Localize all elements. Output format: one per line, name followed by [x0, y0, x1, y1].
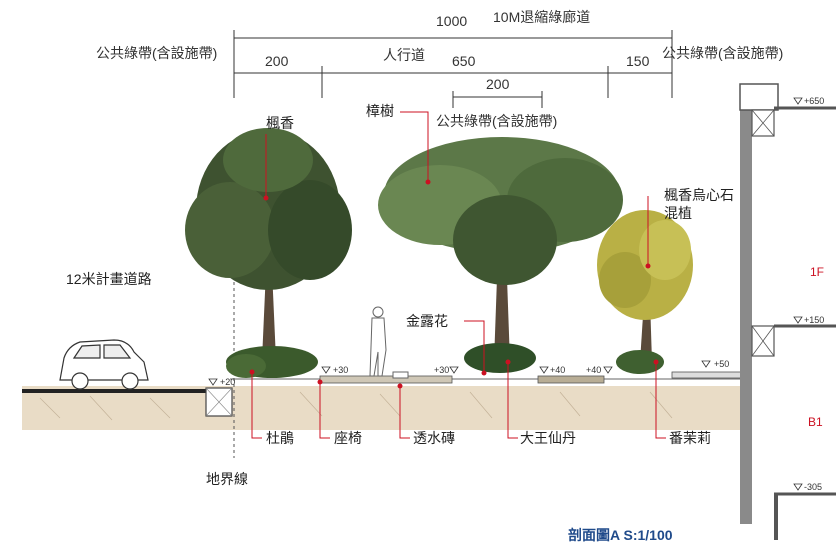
dim-walkway-width: 650: [452, 53, 476, 69]
mixed-tree: [597, 210, 693, 362]
label-jasmine: 番茉莉: [669, 430, 711, 446]
label-boundary: 地界線: [206, 471, 248, 487]
label-mixed-line2: 混植: [664, 205, 692, 221]
label-road: 12米計畫道路: [66, 271, 152, 287]
ground-section: [22, 378, 742, 430]
dim-inner-width: 200: [486, 76, 510, 92]
label-mixed-line1: 楓香烏心石: [664, 187, 734, 203]
label-ixora: 大王仙丹: [520, 430, 576, 446]
dim-walkway: 人行道: [383, 47, 425, 63]
level-8: +150: [804, 315, 825, 325]
leader-lines: [251, 111, 666, 439]
dim-left-width: 200: [265, 53, 289, 69]
dim-inner-zone: 公共綠帶(含設施帶): [436, 113, 558, 129]
drawing-title: 剖面圖A S:1/100: [568, 527, 673, 543]
label-azalea: 杜鵑: [266, 430, 294, 446]
level-1: +20: [220, 377, 236, 387]
building: [739, 83, 836, 540]
dim-left-zone: 公共綠帶(含設施帶): [96, 45, 218, 61]
level-4: +40: [550, 365, 566, 375]
label-bench: 座椅: [334, 430, 362, 446]
label-golden-dewdrop: 金露花: [406, 313, 448, 329]
car: [59, 339, 149, 390]
level-7: +650: [804, 96, 825, 106]
level-5: +40: [586, 365, 602, 375]
floor-b1: B1: [808, 415, 823, 429]
shrubs: [226, 343, 664, 378]
level-markers: [208, 97, 803, 491]
dimension-lines: [233, 30, 673, 108]
dim-right-width: 150: [626, 53, 650, 69]
level-9: -305: [804, 482, 823, 492]
leader-dots: [249, 179, 659, 389]
level-2: +30: [333, 365, 349, 375]
camphor-tree: [378, 137, 623, 362]
floor-1f: 1F: [810, 265, 825, 279]
dim-setback-label: 10M退縮綠廊道: [493, 9, 591, 25]
label-maple: 楓香: [266, 115, 294, 131]
label-paver: 透水磚: [413, 430, 455, 446]
dim-right-zone: 公共綠帶(含設施帶): [662, 45, 784, 61]
pedestrian: [369, 306, 409, 379]
maple-tree: [185, 128, 352, 360]
paving: [319, 371, 743, 384]
dim-total: 1000: [436, 13, 468, 29]
label-camphor: 樟樹: [366, 103, 394, 119]
level-3: +30: [434, 365, 450, 375]
level-6: +50: [714, 359, 730, 369]
